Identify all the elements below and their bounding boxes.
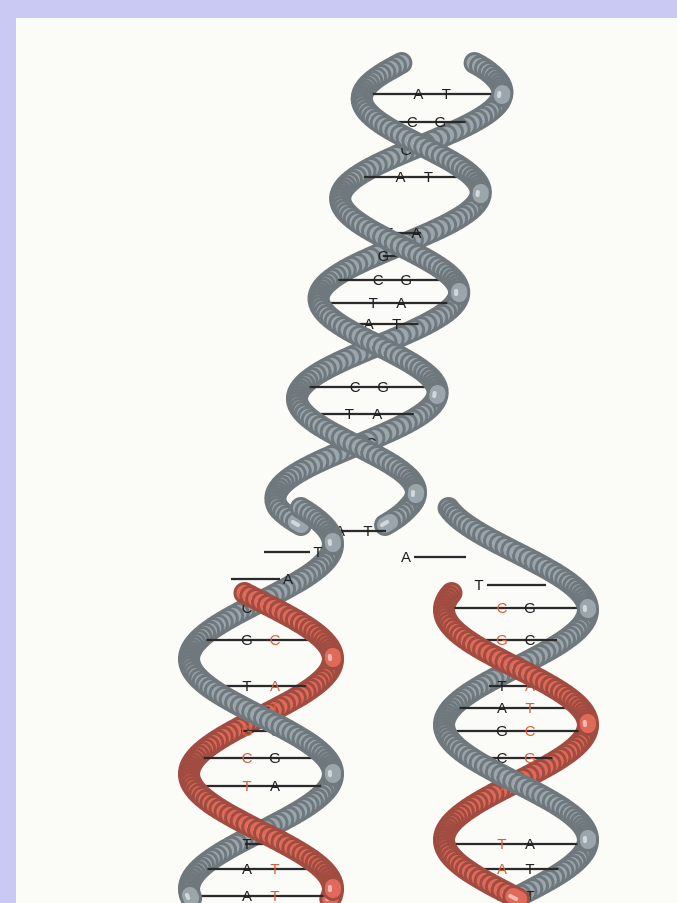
right-daughter-old-base: C <box>525 632 536 649</box>
left-daughter-old-base: T <box>242 836 251 853</box>
left-daughter-old-base: A <box>242 861 252 878</box>
figure-frame: ATCGGCATTAGCCGTAATCGTAGCATTAATCGGCTAATCG… <box>16 18 677 903</box>
left-daughter-old-strand-segment-shine <box>187 895 188 898</box>
unpaired-base: A <box>401 549 411 566</box>
back-strands <box>186 63 588 899</box>
left-daughter-new-base: C <box>270 632 281 649</box>
left-daughter-old-base: G <box>241 632 253 649</box>
right-daughter-new-base: C <box>525 723 536 740</box>
left-daughter-old-strand-segment-fill <box>190 895 191 898</box>
right-daughter-new-base: A <box>497 861 507 878</box>
right-daughter-new-base: G <box>524 750 536 767</box>
right-daughter-new-strand-segment-shine <box>510 896 516 899</box>
parent-base: A <box>396 295 406 312</box>
parent-base: T <box>345 406 354 423</box>
left-daughter-new-base: C <box>242 750 253 767</box>
right-daughter-new-base: T <box>525 700 534 717</box>
parent-base: G <box>435 114 447 131</box>
parent-base: A <box>395 169 405 186</box>
left-daughter-new-base: T <box>270 888 279 903</box>
parent-base: G <box>377 379 389 396</box>
parent-strand-2-segment-shine <box>293 522 298 525</box>
parent-base: A <box>372 406 382 423</box>
unpaired-base: T <box>474 577 483 594</box>
parent-base: C <box>350 379 361 396</box>
dna-replication-diagram: ATCGGCATTAGCCGTAATCGTAGCATTAATCGGCTAATCG… <box>16 18 677 903</box>
right-daughter-old-base: G <box>524 600 536 617</box>
left-daughter-new-base: G <box>241 723 253 740</box>
right-daughter-old-base: T <box>525 861 534 878</box>
left-daughter-new-base: A <box>270 678 280 695</box>
right-daughter-old-base: A <box>525 836 535 853</box>
left-daughter-old-base: T <box>242 678 251 695</box>
unpaired-base: T <box>313 544 322 561</box>
unpaired-base: A <box>283 571 293 588</box>
right-daughter-new-base: C <box>497 600 508 617</box>
parent-strand-1-segment-shine <box>382 522 387 525</box>
parent-base: T <box>369 295 378 312</box>
parent-base: G <box>400 272 412 289</box>
right-daughter-new-base: T <box>497 836 506 853</box>
left-daughter-old-base: G <box>269 750 281 767</box>
parent-base: T <box>392 316 401 333</box>
parent-base: T <box>424 169 433 186</box>
left-daughter-new-base: T <box>270 861 279 878</box>
parent-base: T <box>442 86 451 103</box>
right-daughter-old-base: G <box>496 723 508 740</box>
parent-base: T <box>363 523 372 540</box>
left-daughter-new-base: T <box>242 778 251 795</box>
left-daughter-old-base: A <box>270 778 280 795</box>
right-daughter-old-base: T <box>497 678 506 695</box>
parent-base: C <box>373 272 384 289</box>
parent-base: A <box>411 225 421 242</box>
right-daughter-old-base: A <box>497 700 507 717</box>
left-daughter-old-base: A <box>242 888 252 903</box>
parent-base: A <box>413 86 423 103</box>
